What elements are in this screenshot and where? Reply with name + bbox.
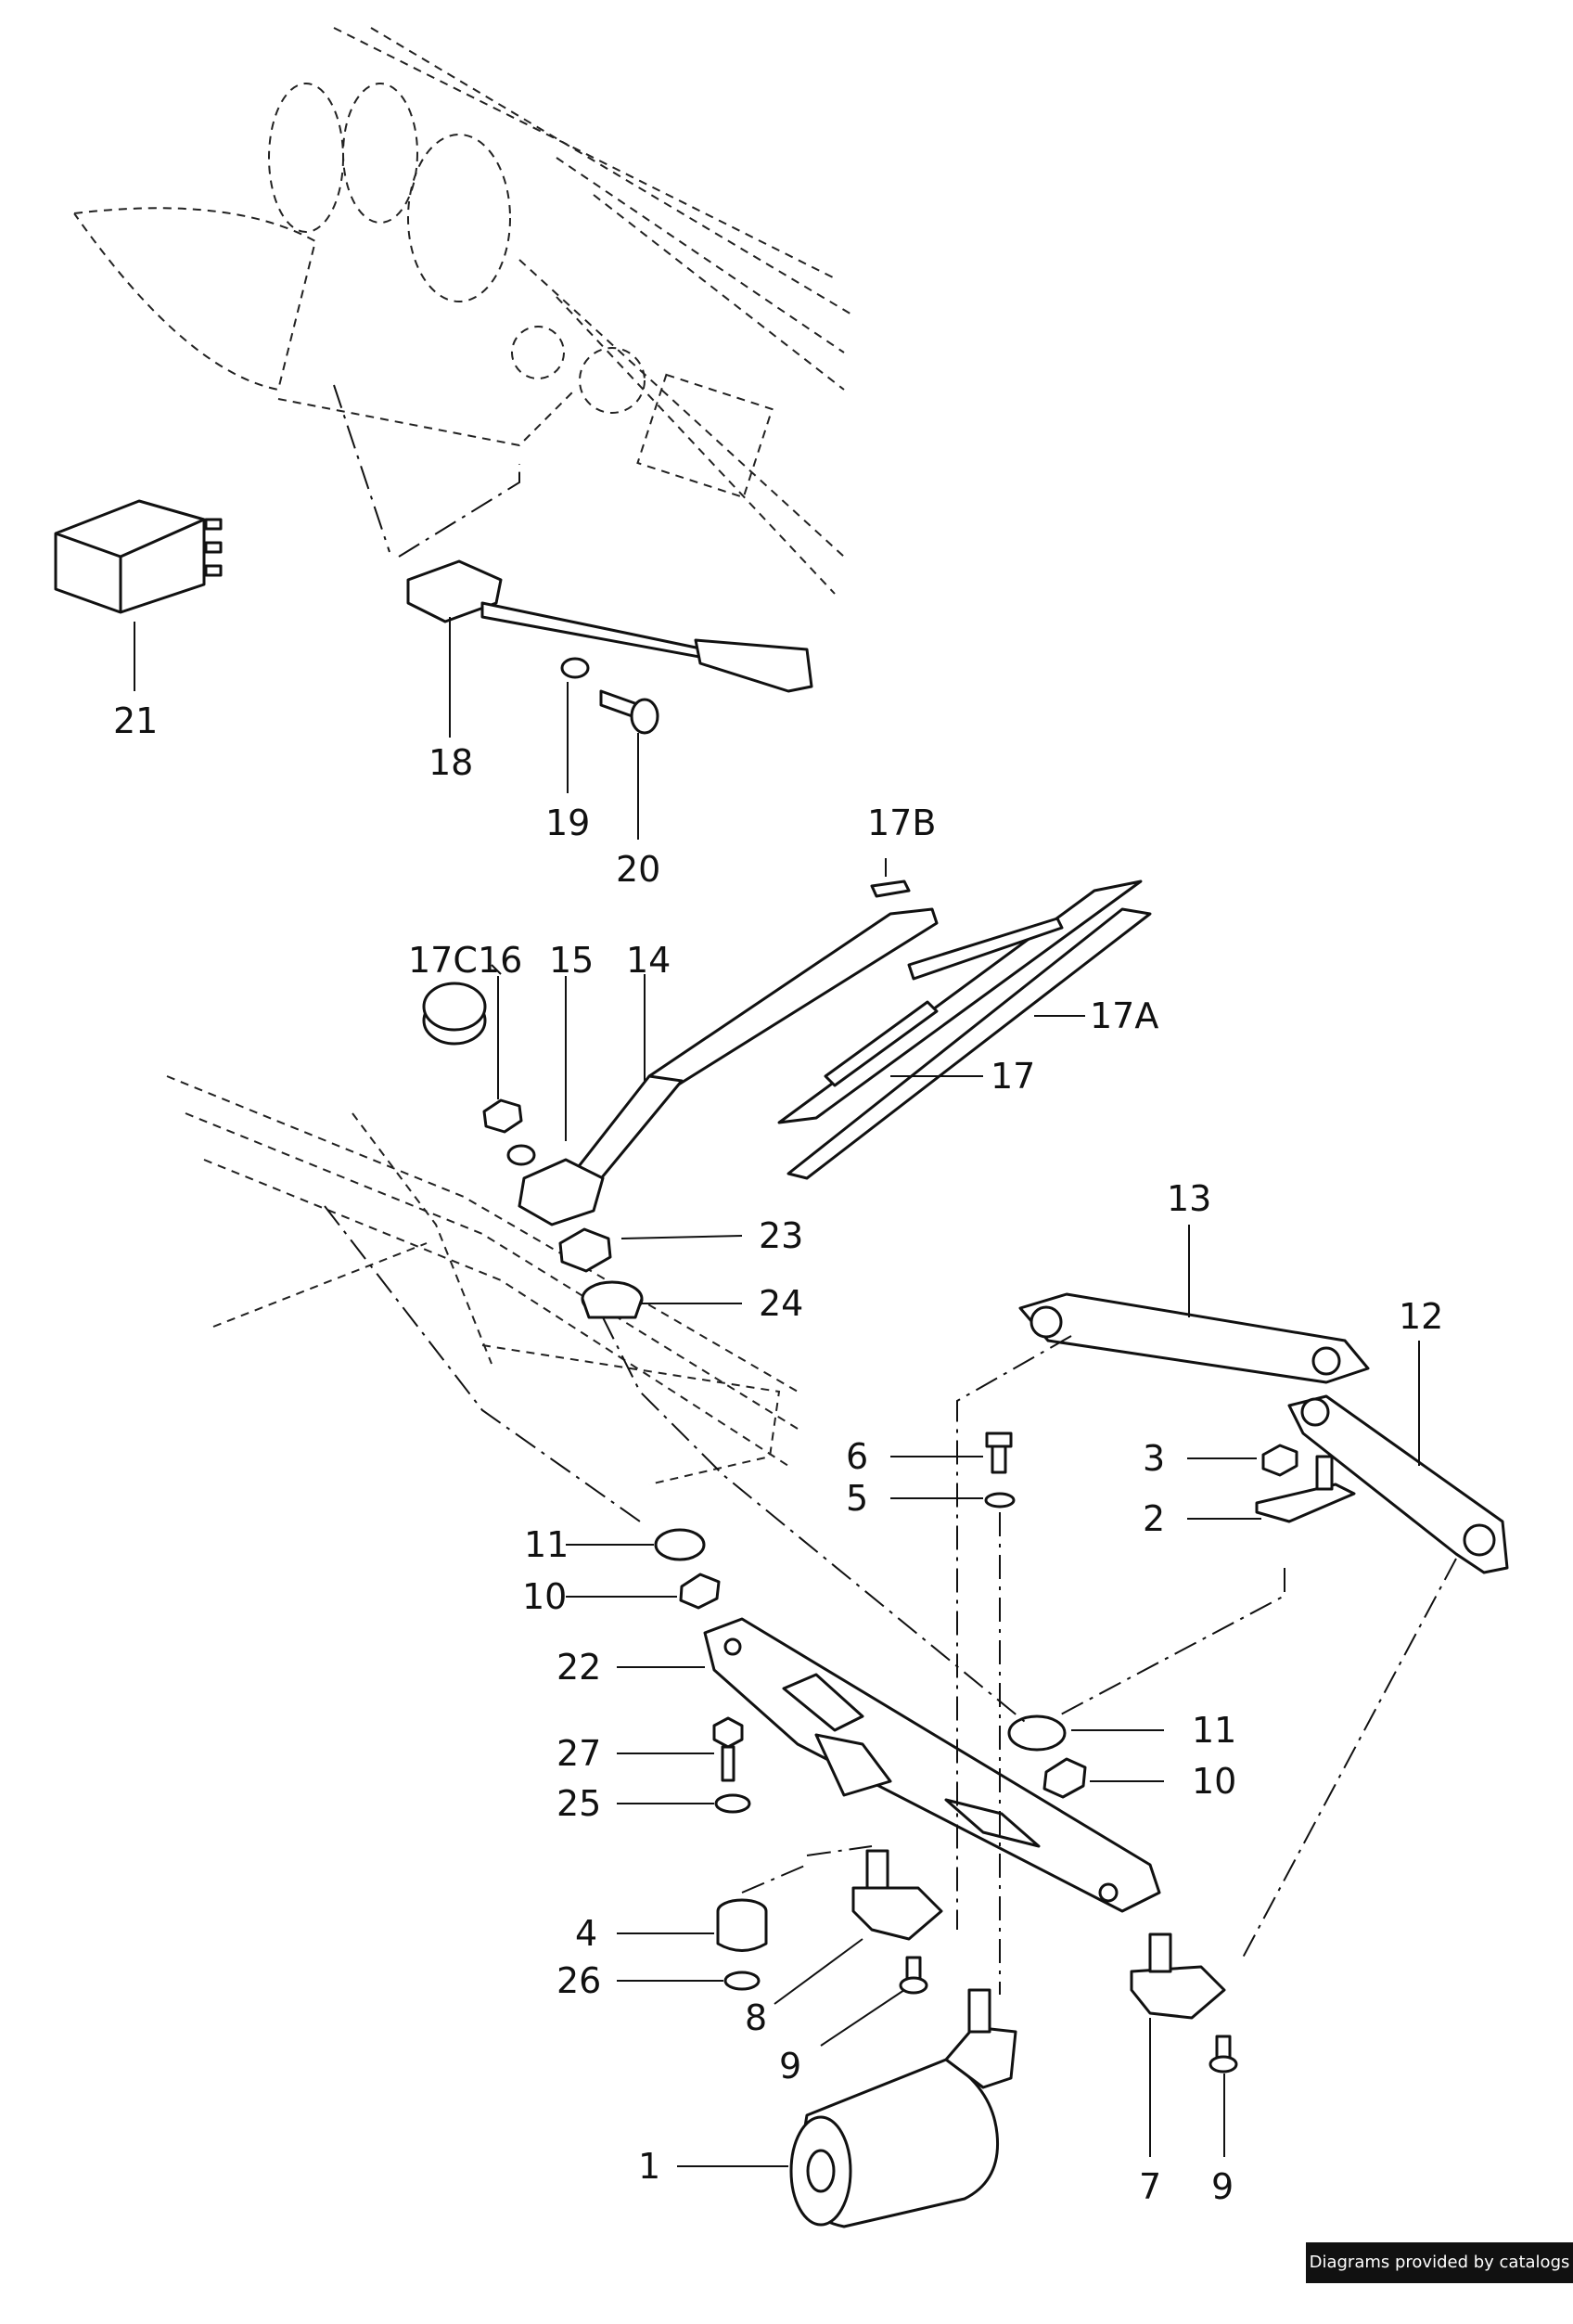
callout-6: 6 bbox=[846, 1436, 868, 1477]
callout-7: 7 bbox=[1139, 2166, 1161, 2207]
callout-12: 12 bbox=[1399, 1296, 1443, 1337]
callout-2: 2 bbox=[1143, 1498, 1165, 1539]
callout-10-right: 10 bbox=[1192, 1761, 1236, 1802]
callout-18: 18 bbox=[428, 742, 473, 783]
washer-10-right bbox=[1042, 1757, 1087, 1799]
linkage-lines bbox=[324, 384, 1457, 1995]
callout-21: 21 bbox=[113, 700, 158, 741]
callout-9-right: 9 bbox=[1211, 2166, 1234, 2207]
screw-20 bbox=[599, 689, 659, 735]
grommet-24 bbox=[581, 1280, 644, 1319]
credit-banner: Diagrams provided by catalogs parts bbox=[1306, 2242, 1573, 2313]
callout-16: 16 bbox=[478, 940, 522, 981]
callout-11-left: 11 bbox=[524, 1524, 569, 1565]
callout-23: 23 bbox=[759, 1215, 803, 1256]
nut-23 bbox=[558, 1227, 612, 1273]
washer-19 bbox=[560, 657, 590, 679]
callout-11-right: 11 bbox=[1192, 1710, 1236, 1751]
callout-17b: 17B bbox=[867, 802, 936, 843]
callout-17: 17 bbox=[991, 1056, 1035, 1097]
cap-17c bbox=[422, 982, 487, 1046]
callout-14: 14 bbox=[626, 940, 671, 981]
screw-9-left bbox=[899, 1956, 928, 1995]
bearing-8 bbox=[851, 1849, 943, 1941]
washer-11-right bbox=[1007, 1714, 1067, 1752]
callout-9-left: 9 bbox=[779, 2046, 801, 2086]
washer-25 bbox=[714, 1793, 751, 1814]
callout-3: 3 bbox=[1143, 1438, 1165, 1479]
callout-13: 13 bbox=[1167, 1178, 1211, 1219]
nut-16 bbox=[482, 1098, 523, 1134]
callout-4: 4 bbox=[575, 1913, 597, 1954]
clip-17b bbox=[870, 880, 911, 898]
wiper-switch-lever bbox=[406, 559, 813, 693]
washer-11-left bbox=[654, 1528, 706, 1561]
callout-1: 1 bbox=[638, 2146, 660, 2187]
callout-15: 15 bbox=[549, 940, 594, 981]
callout-19: 19 bbox=[545, 802, 590, 843]
crank-bracket-2 bbox=[1255, 1455, 1356, 1523]
callout-8: 8 bbox=[745, 1997, 767, 2038]
wiper-frame-22 bbox=[703, 1617, 1161, 1913]
callout-10-left: 10 bbox=[522, 1576, 567, 1617]
bolt-27 bbox=[712, 1716, 744, 1782]
dashboard-outline bbox=[73, 27, 854, 595]
wiper-motor-1 bbox=[789, 1988, 1017, 2228]
rubber-mount-4 bbox=[716, 1898, 768, 1952]
callout-27: 27 bbox=[556, 1733, 601, 1774]
callout-26: 26 bbox=[556, 1960, 601, 2001]
callout-24: 24 bbox=[759, 1283, 803, 1324]
washer-15 bbox=[506, 1144, 536, 1166]
callouts: 21 18 19 20 17B 17C 16 15 14 17A 17 23 2… bbox=[113, 700, 1443, 2207]
connecting-rod-13 bbox=[1018, 1292, 1370, 1384]
bearing-7 bbox=[1130, 1932, 1226, 2020]
screw-9-right bbox=[1209, 2035, 1238, 2074]
callout-25: 25 bbox=[556, 1783, 601, 1824]
relay bbox=[54, 499, 223, 614]
callout-22: 22 bbox=[556, 1647, 601, 1688]
callout-17c: 17C bbox=[408, 940, 478, 981]
callout-5: 5 bbox=[846, 1478, 868, 1519]
wiper-blade bbox=[777, 880, 1152, 1180]
callout-20: 20 bbox=[616, 849, 660, 890]
connecting-rod-12 bbox=[1287, 1394, 1509, 1574]
wiper-arm bbox=[518, 907, 939, 1226]
washer-5 bbox=[984, 1492, 1016, 1509]
callout-17a: 17A bbox=[1090, 995, 1158, 1036]
bolt-6 bbox=[985, 1432, 1013, 1474]
leader-lines bbox=[134, 617, 1420, 2167]
washer-26 bbox=[723, 1971, 761, 1991]
nut-3 bbox=[1261, 1444, 1298, 1477]
cowl-outline bbox=[166, 1075, 799, 1485]
washer-10-left bbox=[679, 1573, 721, 1610]
